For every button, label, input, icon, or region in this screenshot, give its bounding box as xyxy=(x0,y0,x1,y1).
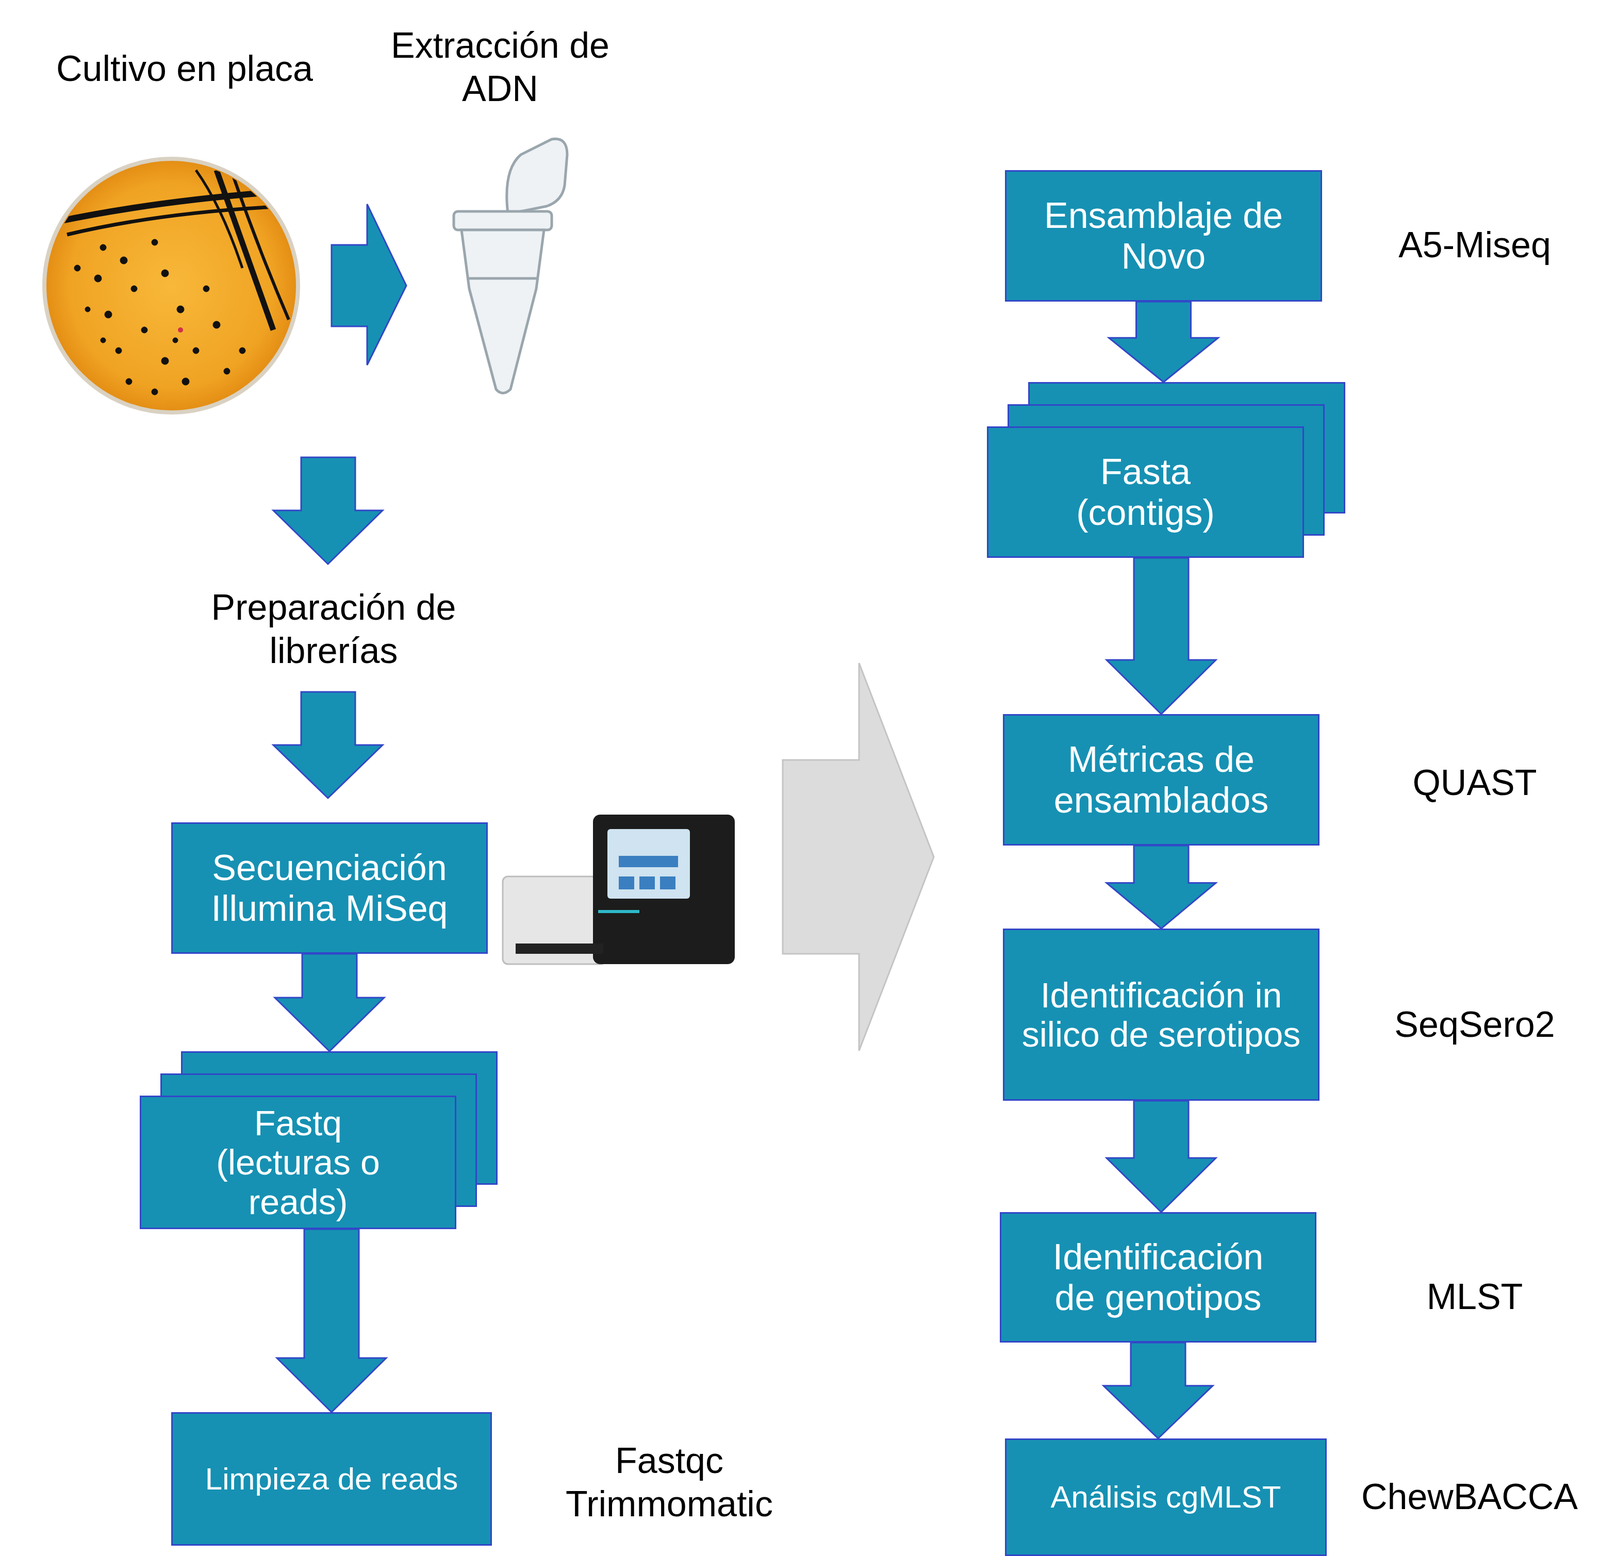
box-text: Fastq (lecturas o reads) xyxy=(184,1103,412,1222)
box-text: Identificación de genotipos xyxy=(1029,1236,1288,1318)
step-label: Cultivo en placa xyxy=(4,46,366,91)
block-arrow xyxy=(276,1229,387,1413)
process-box: Secuenciación Illumina MiSeq xyxy=(171,822,488,954)
step-arrow xyxy=(331,204,407,366)
box-face: Identificación de genotipos xyxy=(999,1212,1317,1343)
box-text: Análisis cgMLST xyxy=(1013,1479,1318,1515)
box-text: Ensamblaje de Novo xyxy=(1015,195,1312,277)
process-box: Identificación in silico de serotipos xyxy=(1002,928,1320,1101)
box-text: Identificación in silico de serotipos xyxy=(1011,975,1311,1054)
step-label: Fastqc Trimmomatic xyxy=(545,1439,794,1526)
step-label: QUAST xyxy=(1366,761,1583,805)
box-face: Limpieza de reads xyxy=(171,1412,492,1546)
block-arrow xyxy=(1103,1342,1213,1439)
tube-icon xyxy=(453,138,568,393)
step-label: Extracción de ADN xyxy=(355,23,645,111)
box-face: Análisis cgMLST xyxy=(1004,1438,1327,1556)
box-text: Limpieza de reads xyxy=(179,1461,484,1497)
block-arrow xyxy=(1106,845,1216,929)
process-box: Análisis cgMLST xyxy=(1004,1438,1327,1556)
step-label: Preparación de librerías xyxy=(178,585,489,673)
box-text: Fasta (contigs) xyxy=(1042,451,1249,533)
box-text: Métricas de ensamblados xyxy=(1013,739,1310,821)
block-arrow xyxy=(1109,301,1219,383)
block-arrow xyxy=(1106,557,1216,715)
process-box: Identificación de genotipos xyxy=(999,1212,1317,1343)
step-label: MLST xyxy=(1366,1275,1583,1319)
step-label: ChewBACCA xyxy=(1345,1475,1594,1519)
box-face: Identificación in silico de serotipos xyxy=(1002,928,1320,1101)
step-label: A5-Miseq xyxy=(1366,223,1583,267)
box-face: Secuenciación Illumina MiSeq xyxy=(171,822,488,954)
process-box: Ensamblaje de Novo xyxy=(1004,170,1323,302)
step-arrow xyxy=(273,691,383,799)
process-box: Métricas de ensamblados xyxy=(1002,714,1320,846)
block-arrow xyxy=(1106,1100,1216,1213)
file-stack: Fasta (contigs) xyxy=(986,382,1346,558)
miseq-instrument xyxy=(502,814,735,965)
process-box: Limpieza de reads xyxy=(171,1412,492,1546)
box-face: Fasta (contigs) xyxy=(986,426,1305,558)
box-face: Ensamblaje de Novo xyxy=(1004,170,1323,302)
step-label: SeqSero2 xyxy=(1366,1002,1583,1047)
step-arrow xyxy=(273,457,383,565)
box-text: Secuenciación Illumina MiSeq xyxy=(181,847,478,929)
agar-plate xyxy=(44,158,299,413)
transition-arrow xyxy=(782,663,934,1051)
box-face: Fastq (lecturas o reads) xyxy=(139,1095,457,1230)
file-stack: Fastq (lecturas o reads) xyxy=(139,1051,498,1230)
block-arrow xyxy=(274,953,385,1052)
box-face: Métricas de ensamblados xyxy=(1002,714,1320,846)
